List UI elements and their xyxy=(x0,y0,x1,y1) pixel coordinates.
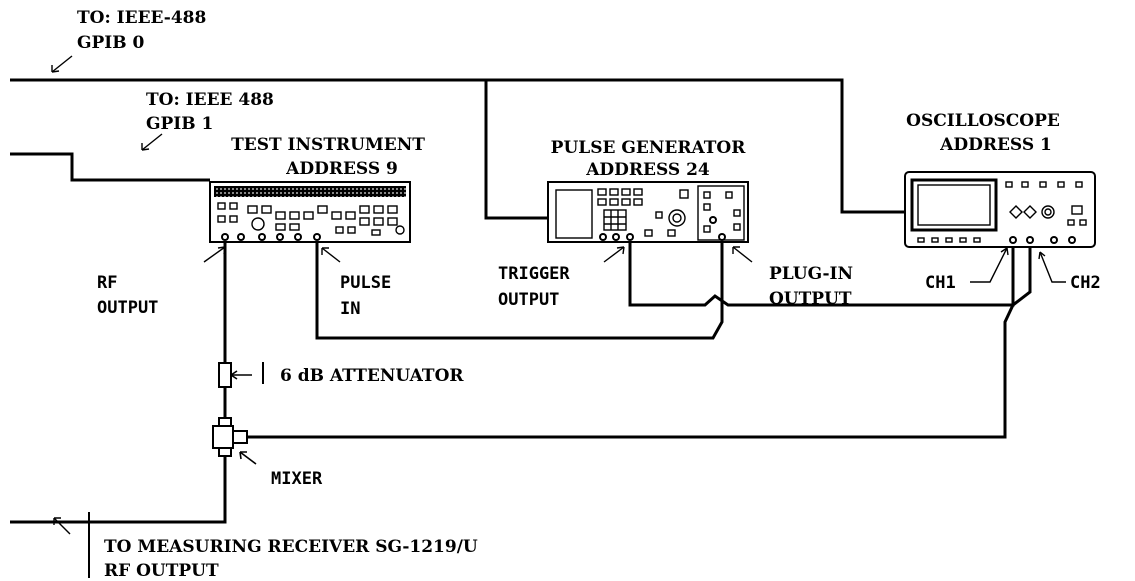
gpib0-label-line2: GPIB 0 xyxy=(77,33,145,53)
oscilloscope-label-line2: ADDRESS 1 xyxy=(939,135,1052,155)
oscilloscope-connectors xyxy=(1009,236,1076,244)
pulse-in-label-line2: IN xyxy=(340,299,360,319)
gpib1-cable xyxy=(10,152,210,182)
test-instrument-label-line2: ADDRESS 9 xyxy=(285,159,398,179)
gpib1-label-line1: TO: IEEE 488 xyxy=(146,90,274,110)
receiver-label-line2: RF OUTPUT xyxy=(104,561,219,581)
gpib0-pulsegen-branch xyxy=(484,80,548,220)
mixer-to-ch2-cable xyxy=(246,242,1032,439)
pulse-generator-label-line1: PULSE GENERATOR xyxy=(551,138,747,158)
ch1-label: CH1 xyxy=(925,273,956,293)
receiver-label-line1: TO MEASURING RECEIVER SG-1219/U xyxy=(104,537,478,557)
oscilloscope-label-line1: OSCILLOSCOPE xyxy=(906,111,1060,131)
gpib0-label-line1: TO: IEEE-488 xyxy=(77,8,206,28)
trigger-output-label-line2: OUTPUT xyxy=(498,290,559,310)
plugin-output-label-line1: PLUG-IN xyxy=(769,264,853,284)
test-instrument-connectors xyxy=(221,233,321,241)
gpib0-cable xyxy=(10,78,905,214)
pulse-generator-label-line2: ADDRESS 24 xyxy=(585,160,710,180)
receiver-cable xyxy=(10,450,227,524)
attenuator-label: 6 dB ATTENUATOR xyxy=(280,366,464,386)
rf-output-label-line1: RF xyxy=(97,273,117,293)
oscilloscope xyxy=(904,171,1096,248)
attenuator xyxy=(218,362,264,388)
mixer-label: MIXER xyxy=(271,469,323,489)
pulse-in-cable xyxy=(315,242,724,340)
trigger-output-label-line1: TRIGGER xyxy=(498,264,570,284)
pulse-in-label-line1: PULSE xyxy=(340,273,391,293)
ch2-label: CH2 xyxy=(1070,273,1101,293)
pulse-generator-connectors xyxy=(599,216,726,241)
plugin-output-label-line2: OUTPUT xyxy=(769,289,852,309)
trigger-to-ch1-cable xyxy=(628,242,1015,307)
test-instrument-label-line1: TEST INSTRUMENT xyxy=(231,135,425,155)
pulse-generator xyxy=(547,181,749,243)
rf-output-label-line2: OUTPUT xyxy=(97,298,158,318)
pointer-arrows xyxy=(51,55,1066,578)
gpib1-label-line2: GPIB 1 xyxy=(146,114,213,134)
mixer xyxy=(212,417,257,465)
test-instrument xyxy=(209,181,411,243)
